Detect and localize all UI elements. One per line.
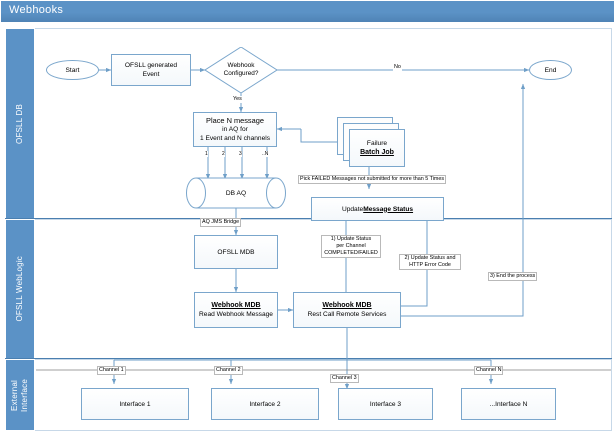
node-webhook-mdb-read-subtitle: Read Webhook Message bbox=[199, 311, 273, 318]
node-start-label: Start bbox=[65, 66, 80, 74]
edge-label-pick-failed: Pick FAILED Messages not submitted for m… bbox=[298, 175, 447, 184]
node-interface-n[interactable]: ...Interface N bbox=[461, 388, 556, 420]
node-interface-3-label: Interface 3 bbox=[369, 400, 402, 408]
edge-label-channel-n: Channel N bbox=[474, 366, 504, 375]
node-end-label: End bbox=[544, 66, 557, 74]
node-failure-batch-job-line2: Batch Job bbox=[360, 149, 394, 156]
node-place-n-message-line3: 1 Event and N channels bbox=[199, 135, 270, 142]
lane-label-external-interface: External Interface bbox=[5, 359, 35, 431]
node-interface-3[interactable]: Interface 3 bbox=[338, 388, 433, 420]
node-interface-1[interactable]: Interface 1 bbox=[81, 388, 189, 420]
node-ofsll-generated-event[interactable]: OFSLL generated Event bbox=[111, 54, 191, 86]
diagram-canvas: OFSLL DB OFSLL WebLogic External Interfa… bbox=[1, 22, 614, 436]
node-webhook-mdb-rest-subtitle: Rest Call Remote Services bbox=[307, 311, 387, 318]
fanout-label-n: ..N bbox=[262, 151, 269, 157]
cylinder-icon bbox=[186, 177, 286, 209]
window-title-bar: Webhooks bbox=[1, 1, 614, 23]
lane-label-ofsll-db: OFSLL DB bbox=[5, 28, 35, 219]
node-start[interactable]: Start bbox=[46, 60, 99, 80]
node-update-message-status[interactable]: Update Message Status bbox=[311, 197, 444, 221]
edge-label-no: No bbox=[393, 64, 402, 71]
node-interface-1-label: Interface 1 bbox=[119, 400, 151, 408]
fanout-label-2: 2 bbox=[222, 151, 225, 157]
lane-label-text-external-interface: External Interface bbox=[10, 378, 29, 412]
edge-label-update-status-per-channel: 1) Update Status per Channel COMPLETED/F… bbox=[321, 235, 381, 258]
node-webhook-configured-label: Webhook Configured? bbox=[223, 62, 259, 77]
fanout-label-1: 1 bbox=[205, 151, 208, 157]
lane-separator-1 bbox=[5, 218, 612, 219]
edge-label-update-status-http-error: 2) Update Status and HTTP Error Code bbox=[399, 254, 461, 270]
fanout-label-3: 3 bbox=[239, 151, 242, 157]
node-place-n-message-line1: Place N message bbox=[206, 116, 264, 125]
edge-label-aq-jms-bridge: AQ JMS Bridge bbox=[200, 218, 242, 227]
edge-label-yes: Yes bbox=[232, 96, 243, 103]
node-failure-batch-job[interactable]: Failure Batch Job bbox=[337, 117, 405, 167]
node-place-n-message[interactable]: Place N message in AQ for 1 Event and N … bbox=[193, 112, 277, 147]
node-ofsll-generated-event-label: OFSLL generated Event bbox=[124, 62, 178, 78]
diamond-shape-icon bbox=[205, 47, 277, 93]
node-ofsll-mdb[interactable]: OFSLL MDB bbox=[194, 235, 278, 269]
lane-label-text-ofsll-weblogic: OFSLL WebLogic bbox=[15, 256, 24, 322]
lane-label-ofsll-weblogic: OFSLL WebLogic bbox=[5, 219, 35, 359]
node-interface-2[interactable]: Interface 2 bbox=[211, 388, 319, 420]
page-title: Webhooks bbox=[9, 4, 64, 16]
edge-label-channel-2: Channel 2 bbox=[214, 366, 243, 375]
node-webhook-mdb-read-title: Webhook MDB bbox=[211, 302, 261, 309]
node-db-aq[interactable]: DB AQ bbox=[186, 177, 286, 209]
node-end[interactable]: End bbox=[529, 60, 572, 80]
lane-label-text-ofsll-db: OFSLL DB bbox=[15, 103, 24, 144]
node-webhook-mdb-rest[interactable]: Webhook MDB Rest Call Remote Services bbox=[293, 292, 401, 328]
node-ofsll-mdb-label: OFSLL MDB bbox=[217, 248, 255, 256]
node-db-aq-label: DB AQ bbox=[225, 189, 247, 197]
node-webhook-configured-decision[interactable]: Webhook Configured? bbox=[205, 47, 277, 93]
node-webhook-mdb-rest-title: Webhook MDB bbox=[322, 302, 372, 309]
node-place-n-message-line2: in AQ for bbox=[222, 126, 248, 133]
node-failure-batch-job-line1: Failure bbox=[366, 140, 388, 147]
edge-label-channel-1: Channel 1 bbox=[97, 366, 126, 375]
edge-label-channel-3: Channel 3 bbox=[330, 374, 359, 383]
node-interface-2-label: Interface 2 bbox=[249, 400, 281, 408]
node-update-message-status-prefix: Update bbox=[341, 205, 364, 213]
node-update-message-status-underlined: Message Status bbox=[363, 205, 414, 213]
lane-separator-2 bbox=[5, 358, 612, 359]
stack-sheet-front: Failure Batch Job bbox=[349, 129, 405, 167]
edge-label-end-the-process: 3) End the process bbox=[488, 272, 538, 281]
node-webhook-mdb-read[interactable]: Webhook MDB Read Webhook Message bbox=[194, 292, 278, 328]
node-interface-n-label: ...Interface N bbox=[489, 400, 528, 408]
